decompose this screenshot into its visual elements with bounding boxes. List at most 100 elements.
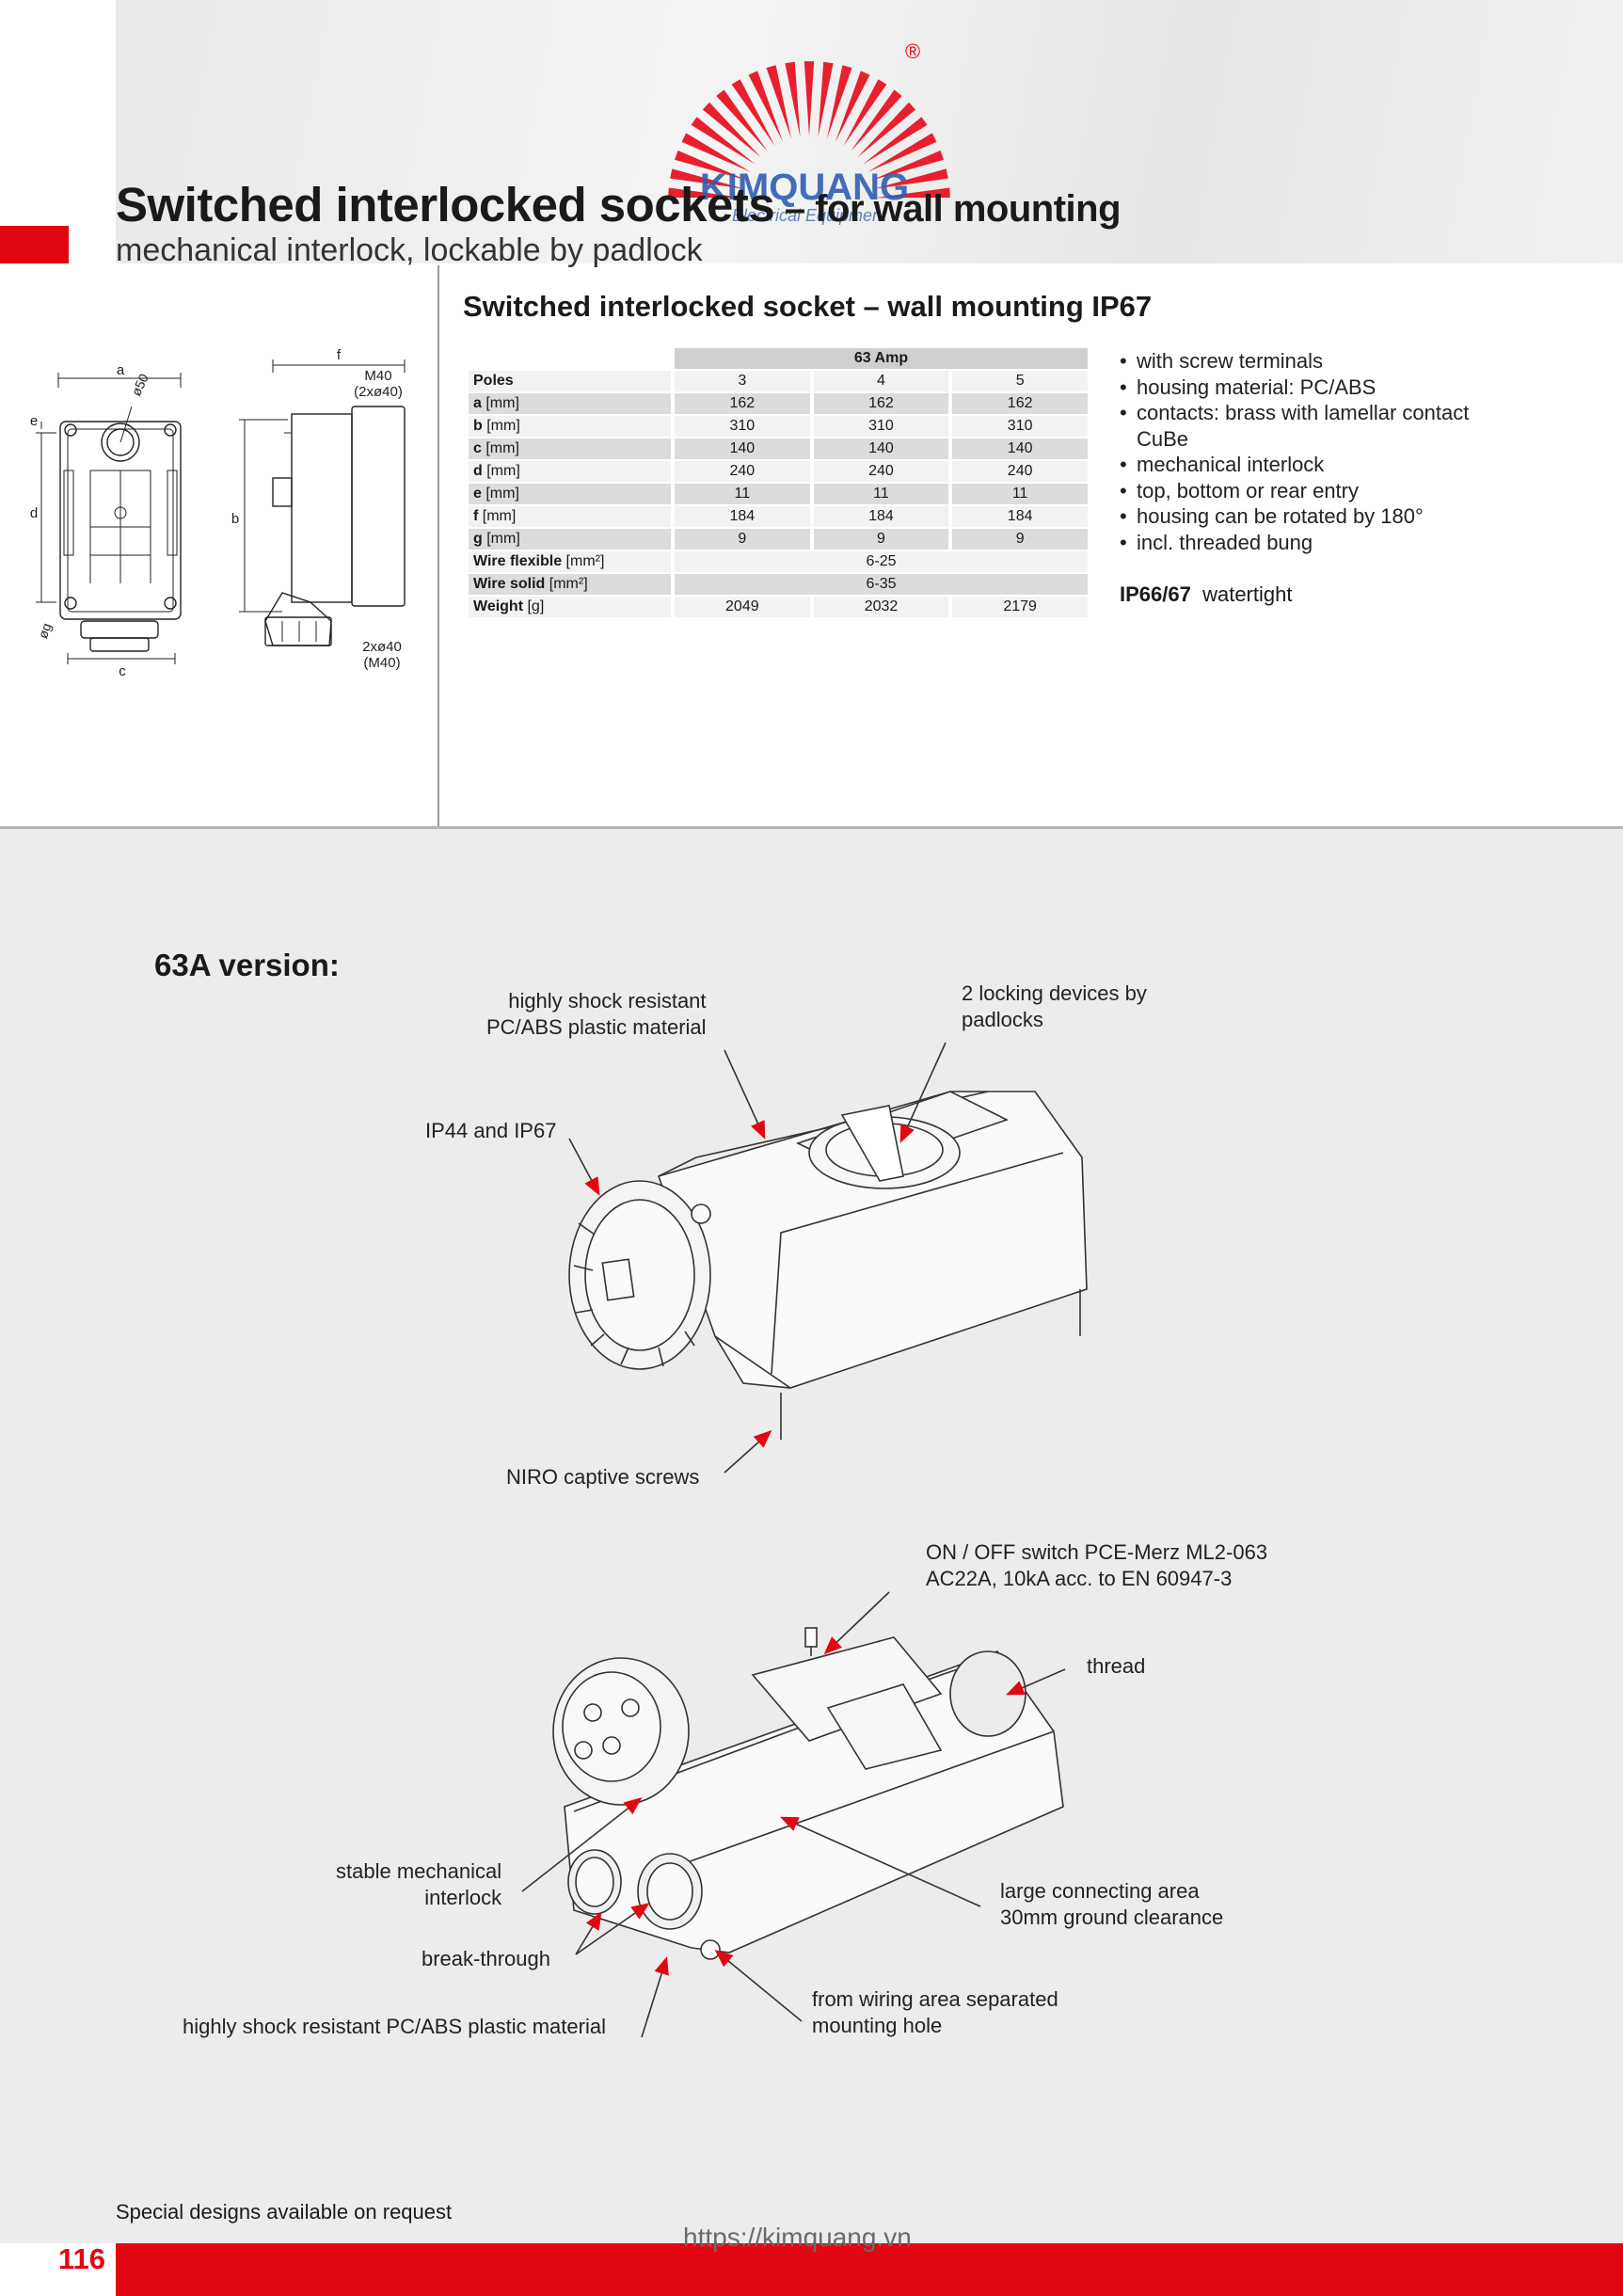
spec-cell: 11: [813, 484, 949, 504]
enclosure-closed-illustration: [568, 1091, 1088, 1440]
special-designs-note: Special designs available on request: [116, 2200, 453, 2224]
spec-cell: 11: [675, 484, 810, 504]
enclosure-open-illustration: [552, 1627, 1064, 1960]
leader-lines-upper: [568, 1042, 947, 1474]
logo-tagline: Electrical Equipment: [732, 206, 887, 225]
logo-ray: [851, 89, 902, 151]
logo-ray: [873, 168, 948, 189]
spec-cell: 162: [952, 393, 1088, 414]
page-number: 116: [58, 2242, 106, 2275]
spec-row-label: Weight [g]: [469, 597, 671, 617]
feature-item: top, bottom or rear entry: [1120, 478, 1477, 504]
spec-cell: 2032: [813, 597, 949, 617]
logo-ray: [818, 61, 834, 137]
side-view: [239, 359, 406, 646]
version-heading: 63A version:: [154, 948, 340, 982]
spec-row-label: c [mm]: [469, 438, 671, 459]
spec-cell: 2179: [952, 597, 1088, 617]
logo-ray: [668, 187, 744, 199]
logo-ray: [691, 117, 756, 165]
section-divider: [0, 826, 1623, 829]
callout-text: stable mechanical interlock: [336, 1859, 502, 1909]
spec-row-label: a [mm]: [469, 393, 671, 414]
callout-connecting-area: large connecting area 30mm ground cleara…: [1000, 1878, 1223, 1931]
spec-row-label: d [mm]: [469, 461, 671, 482]
logo-ray: [785, 61, 801, 137]
spec-cell: 310: [952, 416, 1088, 437]
callout-ip-rating: IP44 and IP67: [425, 1119, 557, 1142]
feature-item: contacts: brass with lamellar contact Cu…: [1120, 400, 1477, 452]
callout-text: ON / OFF switch PCE-Merz ML2-063 AC22A, …: [926, 1540, 1268, 1590]
logo-ray: [766, 65, 792, 139]
spec-cell: 184: [675, 506, 810, 527]
spec-cell: 240: [675, 461, 810, 482]
logo-ray: [871, 150, 944, 181]
spec-cell: 240: [813, 461, 949, 482]
spec-cell: 6-25: [675, 551, 1088, 572]
callout-text: highly shock resistant PC/ABS plastic ma…: [486, 989, 707, 1039]
feature-list: with screw terminals housing material: P…: [1120, 348, 1477, 555]
watermark-url: https://kimquang.vn: [683, 2223, 912, 2252]
callout-niro-screws: NIRO captive screws: [506, 1465, 700, 1489]
spec-cell: 240: [952, 461, 1088, 482]
logo-registered: ®: [905, 40, 920, 63]
spec-row-label: Wire flexible [mm²]: [469, 551, 671, 572]
spec-cell: 140: [952, 438, 1088, 459]
dim-d-label: d: [30, 505, 38, 521]
ip-rating: IP66/67 watertight: [1120, 582, 1292, 607]
spec-cell: 140: [813, 438, 949, 459]
ip-rating-text: watertight: [1202, 582, 1293, 606]
m40-bottom-label: 2xø40: [362, 639, 402, 655]
spec-cell: 4: [813, 371, 949, 391]
feature-item: incl. threaded bung: [1120, 530, 1477, 556]
page-title-tail: – for wall mounting: [774, 188, 1122, 230]
logo-ray: [835, 71, 870, 142]
header-banner: [116, 0, 1623, 263]
spec-row: Wire flexible [mm²]6-25: [469, 551, 1088, 572]
spec-cell: 9: [952, 529, 1088, 550]
logo-ray: [675, 150, 747, 181]
spec-cell: 9: [813, 529, 949, 550]
spec-cell: 6-35: [675, 574, 1088, 595]
logo-ray: [670, 168, 745, 189]
dim-f-label: f: [337, 347, 342, 363]
callout-mounting-hole: from wiring area separated mounting hole: [812, 1986, 1058, 2039]
spec-cell: 9: [675, 529, 810, 550]
spec-row-label: e [mm]: [469, 484, 671, 504]
feature-item: housing can be rotated by 180°: [1120, 503, 1477, 530]
logo-wordmark: KIMQUANG: [700, 167, 909, 208]
spec-row-label: Poles: [469, 371, 671, 391]
callout-text: from wiring area separated mounting hole: [812, 1987, 1058, 2037]
column-divider: [438, 265, 439, 828]
spec-cell: 310: [675, 416, 810, 437]
leader-lines-lower: [521, 1591, 1066, 2038]
spec-row: Wire solid [mm²]6-35: [469, 574, 1088, 595]
technical-drawing: a c d e øg ø50 f b M40 (2xø40) 2xø40 (M4…: [30, 347, 406, 678]
feature-item: mechanical interlock: [1120, 452, 1477, 478]
spec-cell: 140: [675, 438, 810, 459]
ip-rating-label: IP66/67: [1120, 582, 1191, 606]
dim-c-label: c: [119, 663, 126, 678]
callout-break-through: break-through: [422, 1947, 550, 1970]
front-view: [36, 373, 182, 664]
spec-cell: 184: [813, 506, 949, 527]
logo-ray: [716, 89, 768, 151]
logo-ray: [843, 79, 887, 147]
dim-g-label: øg: [35, 621, 55, 641]
feature-item: with screw terminals: [1120, 348, 1477, 375]
callout-mechanical-interlock: stable mechanical interlock: [336, 1858, 501, 1911]
footer-bar: [116, 2243, 1623, 2296]
spec-cell: 3: [675, 371, 810, 391]
logo-ray: [826, 65, 852, 139]
illustration-panel: [0, 829, 1623, 2243]
